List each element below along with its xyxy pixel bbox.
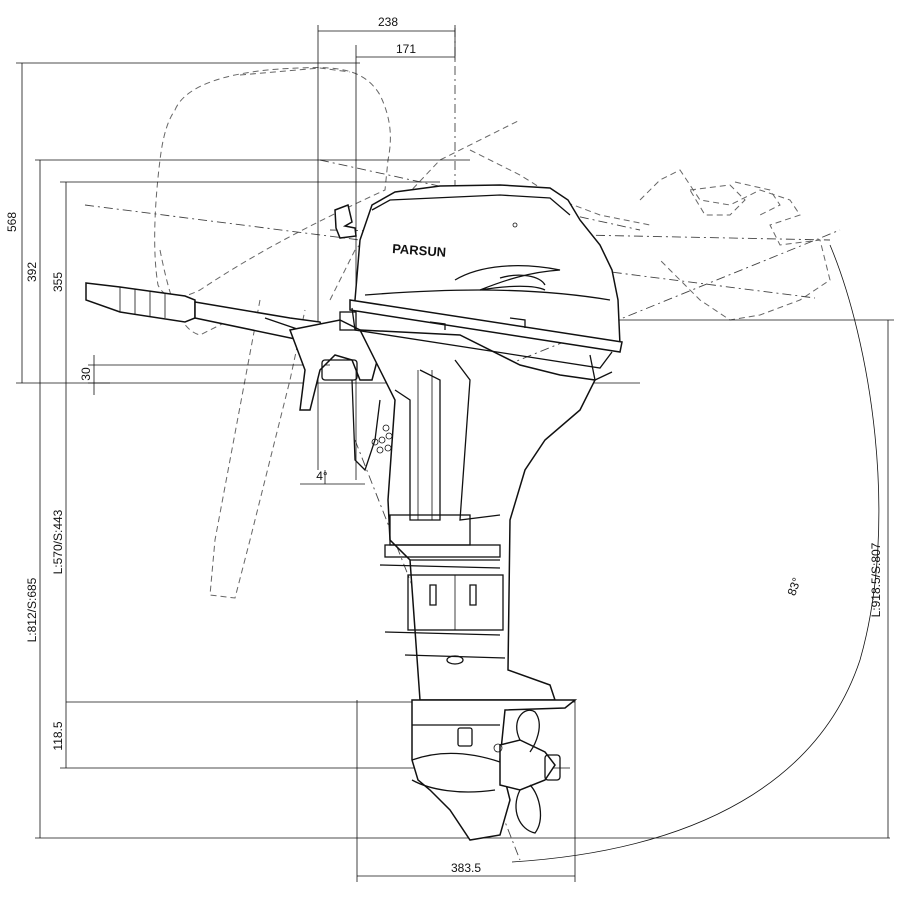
- dim-top-width: 238: [378, 15, 398, 29]
- dim-tilt-4: 4°: [316, 469, 328, 483]
- dim-height-30: 30: [79, 367, 93, 381]
- propeller: [493, 709, 561, 834]
- brand-logo-text: PARSUN: [392, 241, 447, 260]
- dim-tilt-83: 83°: [785, 576, 804, 598]
- tiller-handle: [85, 282, 327, 341]
- midsection-body: [358, 329, 597, 701]
- dim-height-118-5: 118.5: [51, 721, 65, 750]
- dim-height-568: 568: [5, 212, 19, 232]
- gearcase: [411, 699, 578, 841]
- dim-height-392: 392: [25, 262, 39, 282]
- dim-long-short-812-685: L:812/S:685: [25, 577, 39, 642]
- dim-top-inner-width: 171: [396, 42, 416, 56]
- engine-cowling: [334, 184, 623, 381]
- dim-long-short-918-807: L:918.5/S:807: [869, 542, 883, 617]
- dim-height-355: 355: [51, 272, 65, 292]
- dim-long-short-570-443: L:570/S:443: [51, 509, 65, 574]
- dim-bottom-width: 383.5: [451, 861, 481, 875]
